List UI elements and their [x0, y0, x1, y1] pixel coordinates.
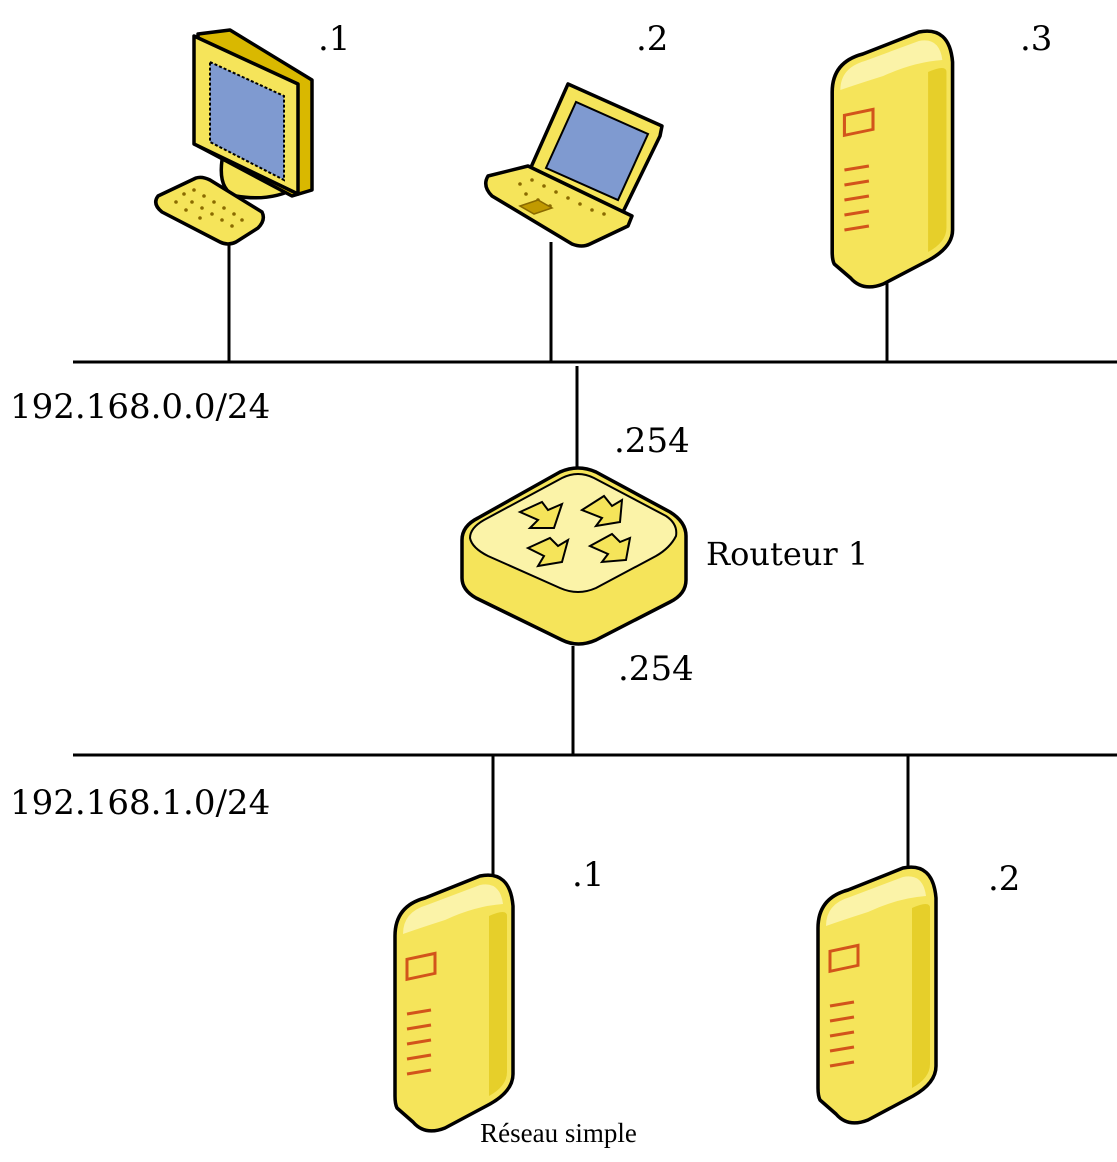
server-icon[interactable]	[830, 29, 955, 289]
host-label-server-b1: .1	[572, 855, 605, 895]
network-label-192-168-1-0: 192.168.1.0/24	[10, 783, 271, 823]
figure-caption: Réseau simple	[480, 1118, 637, 1148]
router-name: Routeur 1	[706, 535, 869, 573]
router-icon[interactable]	[460, 466, 688, 646]
network-label-192-168-0-0: 192.168.0.0/24	[10, 387, 271, 427]
server-icon[interactable]	[393, 873, 515, 1133]
router-lower-interface-label: .254	[618, 649, 694, 689]
laptop-icon[interactable]	[484, 82, 664, 248]
host-label-server-b2: .2	[988, 859, 1021, 899]
desktop-computer-icon[interactable]	[154, 28, 314, 246]
host-label-laptop: .2	[636, 19, 669, 59]
router-upper-interface-label: .254	[614, 421, 690, 461]
host-label-desktop: .1	[318, 19, 351, 59]
server-icon[interactable]	[816, 865, 938, 1125]
host-label-server-3: .3	[1020, 19, 1053, 59]
